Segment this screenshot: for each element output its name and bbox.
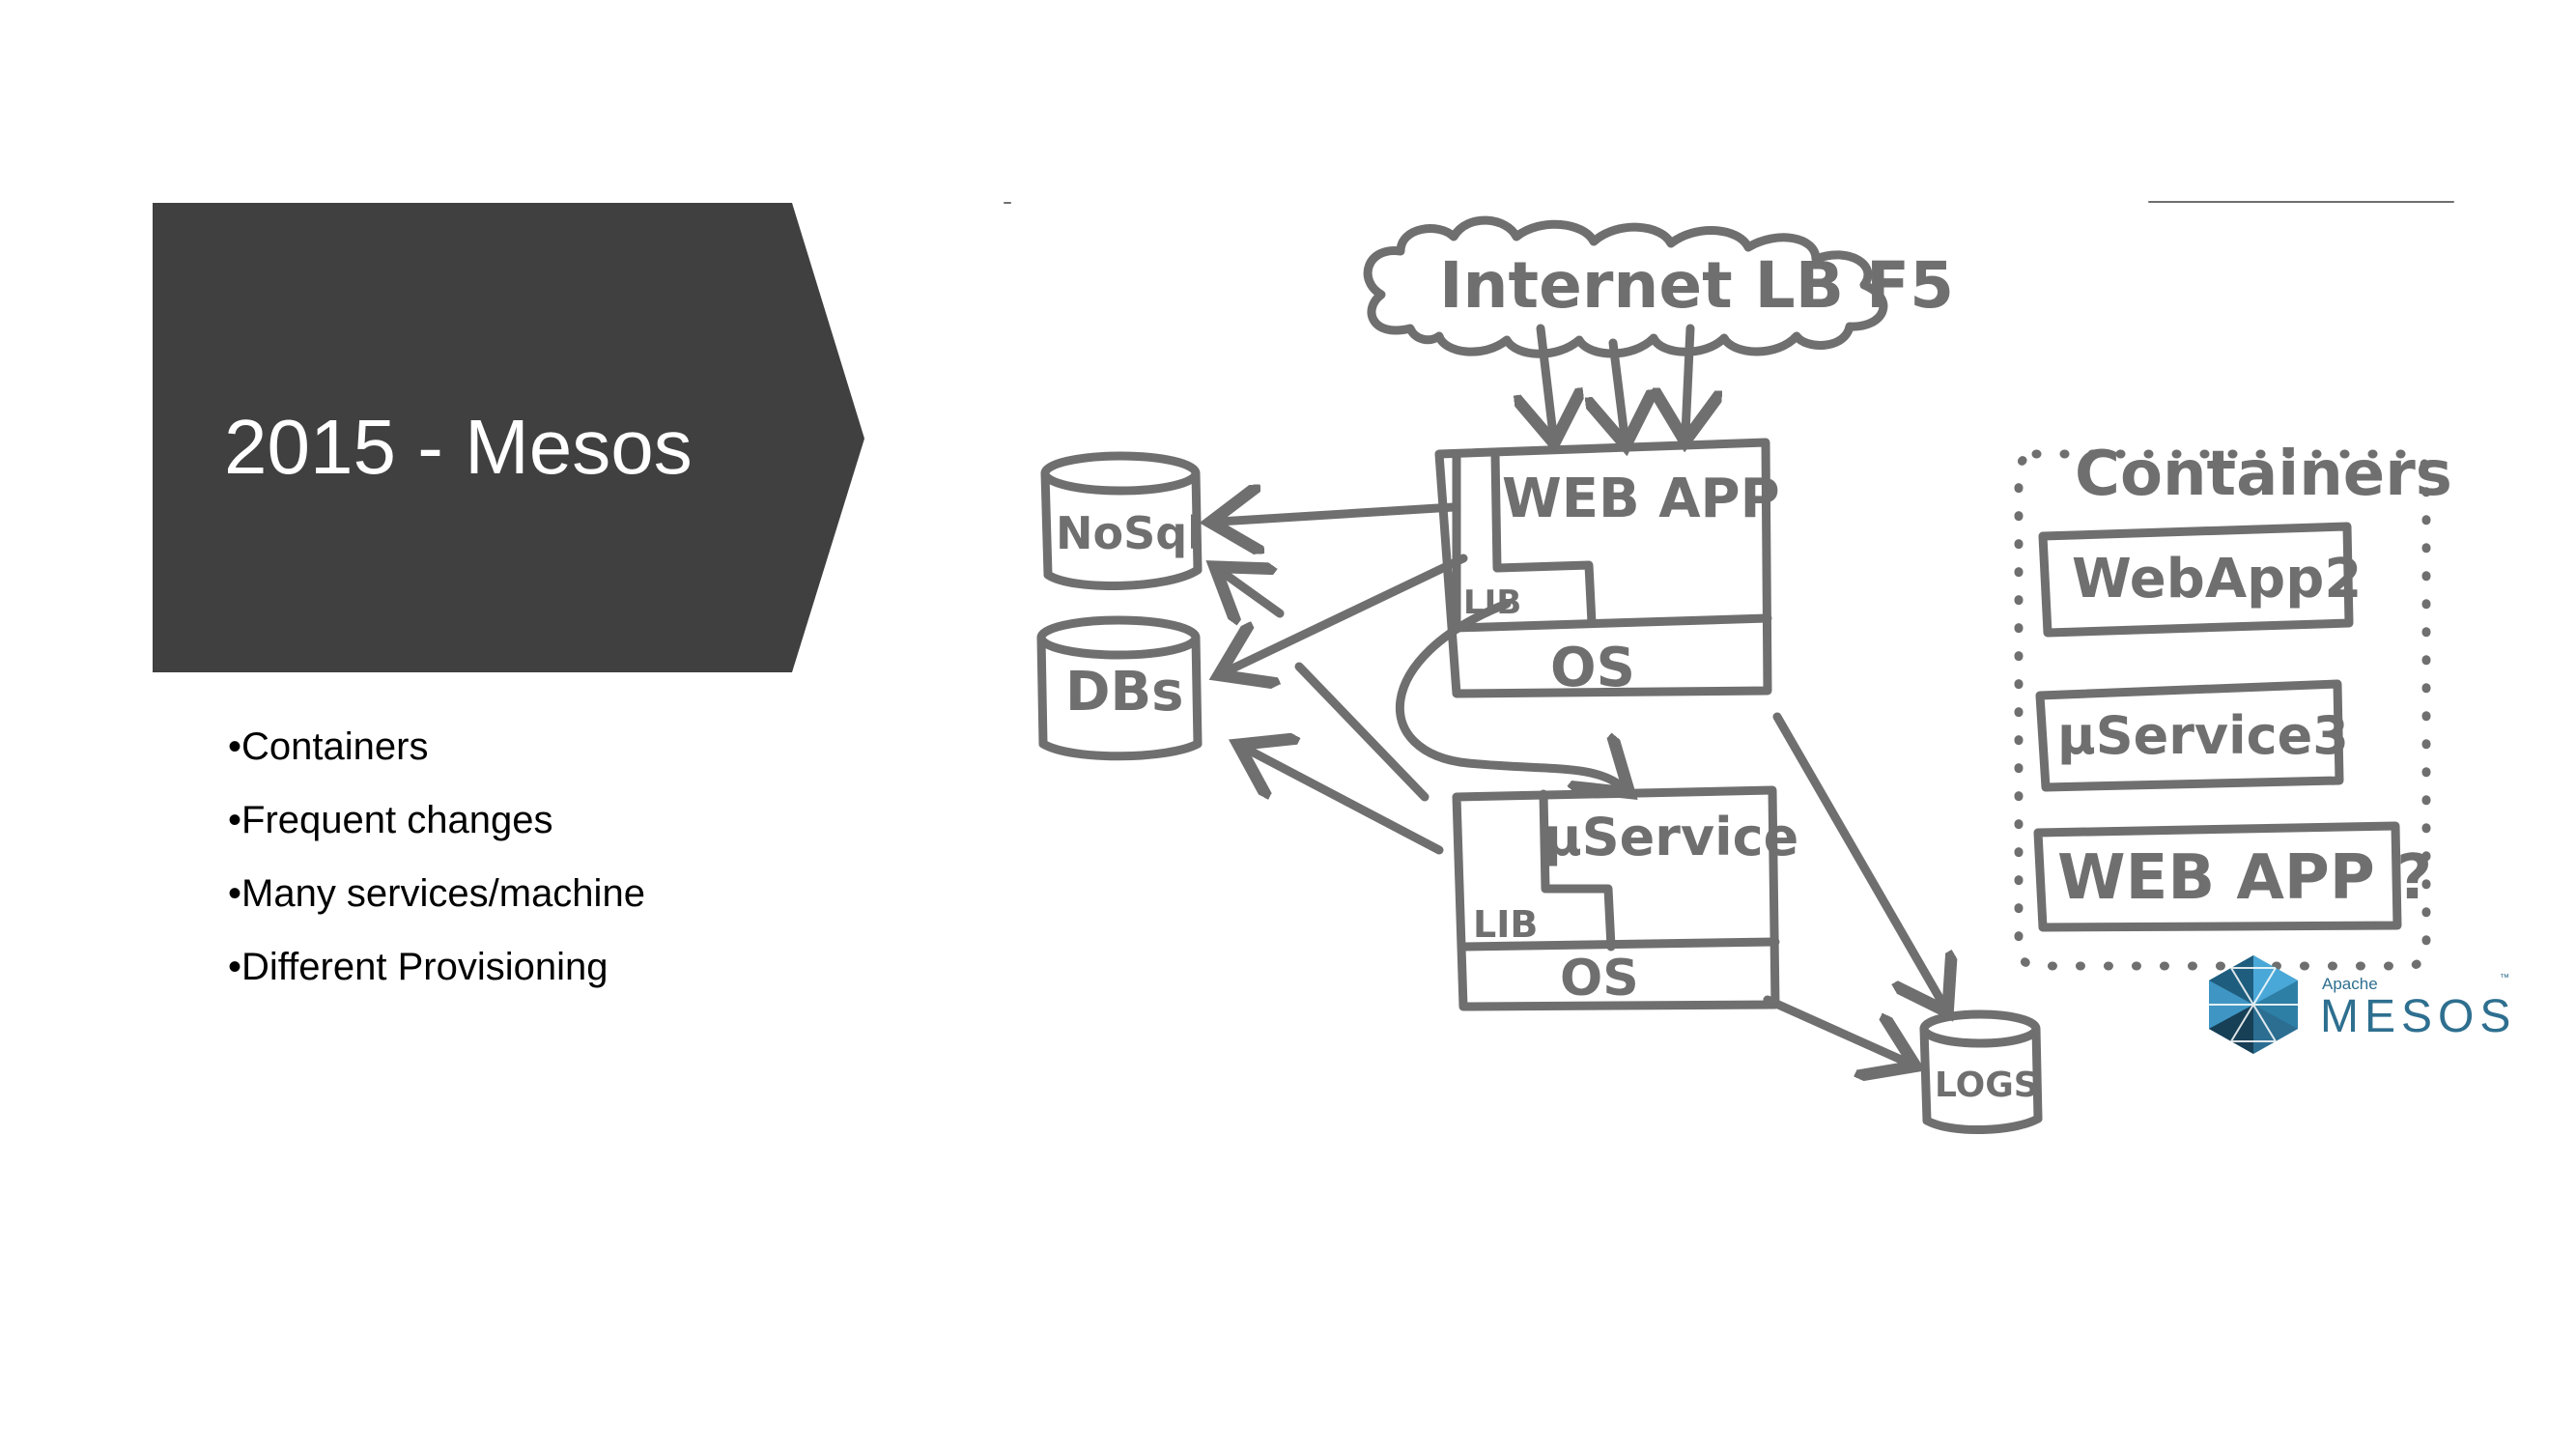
container-webapp-q-label: WEB APP ? [2057,842,2432,914]
cloud-label: Internet LB F5 [1439,248,1954,323]
dbs-label: DBs [1065,661,1184,724]
mesos-hexagon-icon [2209,955,2298,1054]
web-app-label: WEB APP [1502,468,1780,530]
containers-group [2014,449,2431,971]
bullet-list: •Containers •Frequent changes •Many serv… [228,710,904,1004]
logo-apache-text: Apache [2322,975,2378,993]
nosql-label: NoSql [1056,507,1203,559]
container-microservice3 [2035,679,2344,792]
container-webapp2-label: WebApp2 [2072,548,2362,611]
bullet-item: •Many services/machine [228,872,645,915]
bullet-item: •Frequent changes [228,799,553,841]
web-app-os-label: OS [1550,637,1635,699]
micro-service-lib-label: LIB [1473,903,1538,946]
bullet-item: •Different Provisioning [228,946,609,988]
container-webapp-q [2033,821,2402,932]
bullet-item: •Containers [228,725,429,768]
logo-mesos-text: MESOS [2320,991,2517,1042]
micro-service-os-label: OS [1560,950,1639,1008]
container-webapp2 [2038,522,2354,638]
container-microservice3-label: μService3 [2057,705,2349,766]
micro-service-label: μService [1543,807,1798,867]
containers-heading: Containers [2075,439,2452,510]
slide-title: 2015 - Mesos [224,404,693,490]
apache-mesos-logo: Apache MESOS ™ [2200,952,2519,1058]
web-app-lib-label: LIB [1463,583,1521,622]
logo-trademark: ™ [2500,973,2509,983]
logs-label: LOGS [1935,1065,2039,1105]
cloud-shape [1363,215,1888,358]
web-app-box [1434,438,1772,698]
